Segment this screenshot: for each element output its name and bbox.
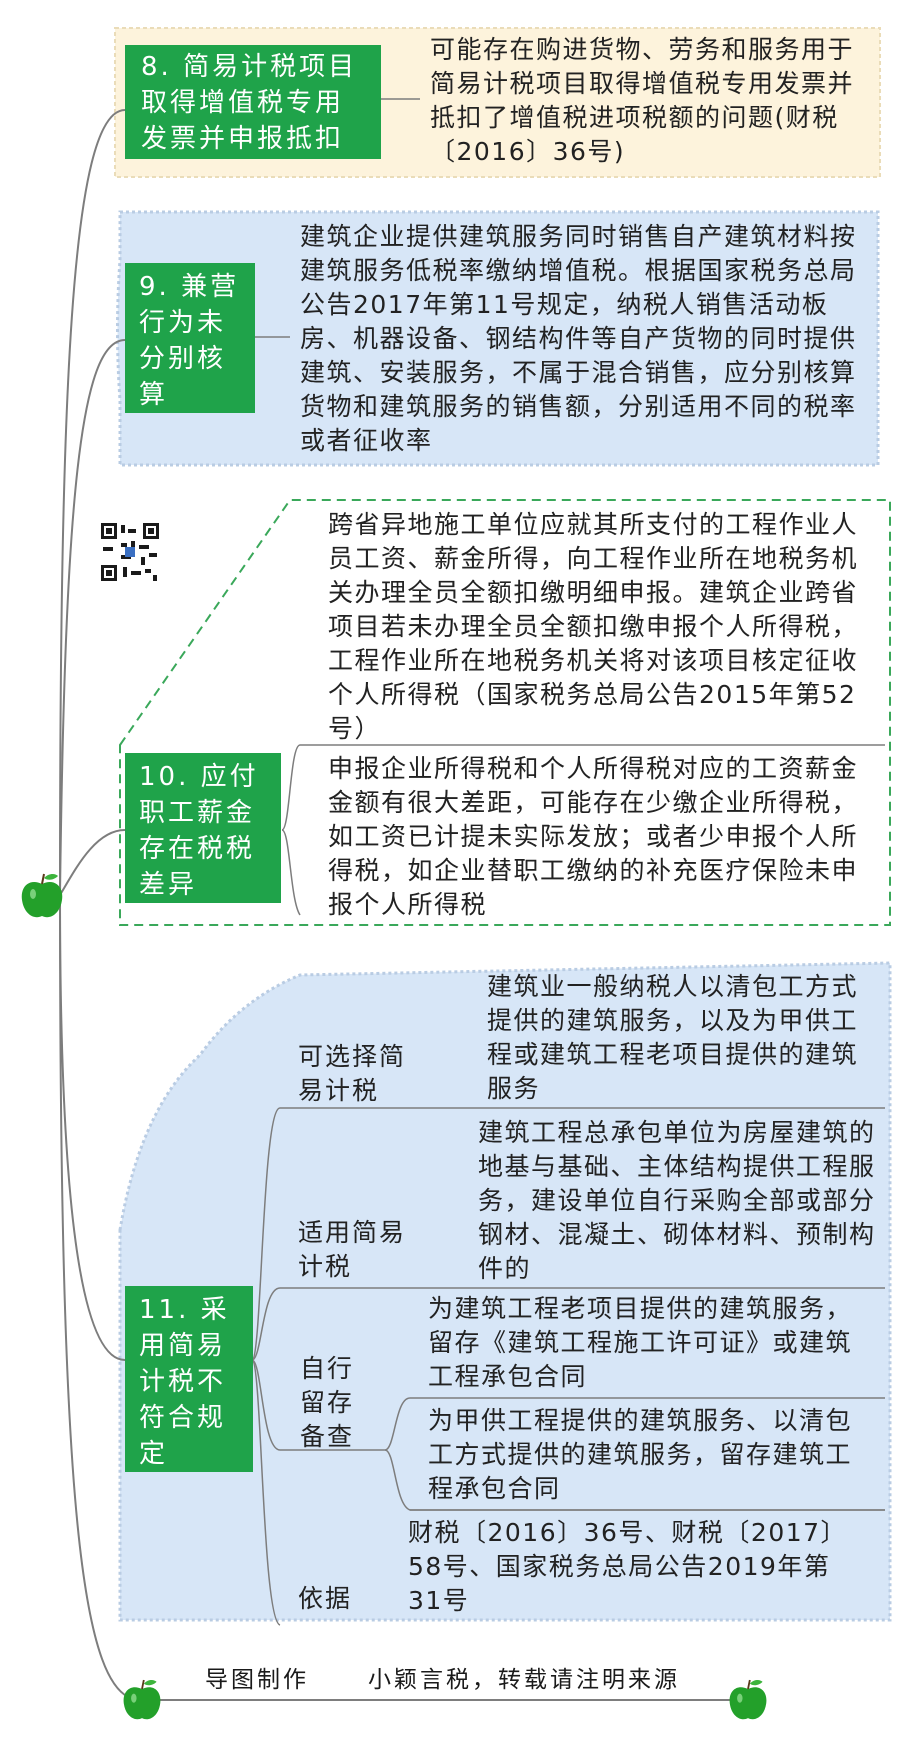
panel-node-9 bbox=[116, 210, 880, 467]
node-8-detail: 可能存在购进货物、劳务和服务用于简易计税项目取得增值税专用发票并抵扣了增值税进项… bbox=[430, 35, 855, 166]
topic-node-9: 9. 兼营行为未分别核算 bbox=[125, 263, 255, 413]
node-9-title: 9. 兼营行为未分别核算 bbox=[139, 272, 240, 410]
topic-node-8: 8. 简易计税项目取得增值税专用发票并申报抵扣 bbox=[125, 45, 381, 159]
node-10-title: 10. 应付职工薪金存在税税差异 bbox=[139, 762, 259, 900]
branch-detail-self-retain-2: 为甲供工程提供的建筑服务、以清包工方式提供的建筑服务，留存建筑工程承包合同 bbox=[428, 1406, 853, 1503]
branch-detail-basis: 财税〔2016〕36号、财税〔2017〕58号、国家税务总局公告2019年第31… bbox=[408, 1518, 835, 1615]
node-11-title: 11. 采用简易计税不符合规定 bbox=[139, 1295, 230, 1469]
branch-detail-optional-simple: 建筑业一般纳税人以清包工方式提供的建筑服务，以及为甲供工程或建筑工程老项目提供的… bbox=[487, 972, 859, 1103]
footer-source-label: 小颖言税，转载请注明来源 bbox=[368, 1667, 680, 1693]
branch-label-basis: 依据 bbox=[298, 1584, 353, 1613]
branch-detail-self-retain-1: 为建筑工程老项目提供的建筑服务，留存《建筑工程施工许可证》或建筑工程承包合同 bbox=[428, 1294, 853, 1391]
branch-detail-applicable-simple: 建筑工程总承包单位为房屋建筑的地基与基础、主体结构提供工程服务，建设单位自行采购… bbox=[478, 1118, 876, 1283]
branch-label-self-retain: 自行留存备查 bbox=[300, 1354, 355, 1451]
topic-node-10: 10. 应付职工薪金存在税税差异 bbox=[125, 753, 281, 903]
node-9-detail: 建筑企业提供建筑服务同时销售自产建筑材料按建筑服务低税率缴纳增值税。根据国家税务… bbox=[300, 222, 857, 455]
qr-code-icon bbox=[101, 523, 159, 581]
node-10-detail-2: 申报企业所得税和个人所得税对应的工资薪金金额有很大差距，可能存在少缴企业所得税，… bbox=[328, 754, 859, 919]
apple-icon-footer-right bbox=[729, 1679, 767, 1720]
branch-label-optional-simple: 可选择简易计税 bbox=[298, 1042, 407, 1105]
panel-node-10 bbox=[119, 499, 891, 926]
branch-label-applicable-simple: 适用简易计税 bbox=[298, 1218, 407, 1281]
topic-node-11: 11. 采用简易计税不符合规定 bbox=[125, 1286, 253, 1472]
footer-maker-label: 导图制作 bbox=[205, 1667, 309, 1693]
apple-icon-footer-left bbox=[123, 1679, 161, 1720]
node-10-detail-1: 跨省异地施工单位应就其所支付的工程作业人员工资、薪金所得，向工程作业所在地税务机… bbox=[328, 510, 859, 743]
node-8-title: 8. 简易计税项目取得增值税专用发票并申报抵扣 bbox=[141, 52, 358, 154]
apple-icon-root bbox=[21, 873, 63, 918]
panel-node-11 bbox=[118, 961, 892, 1622]
